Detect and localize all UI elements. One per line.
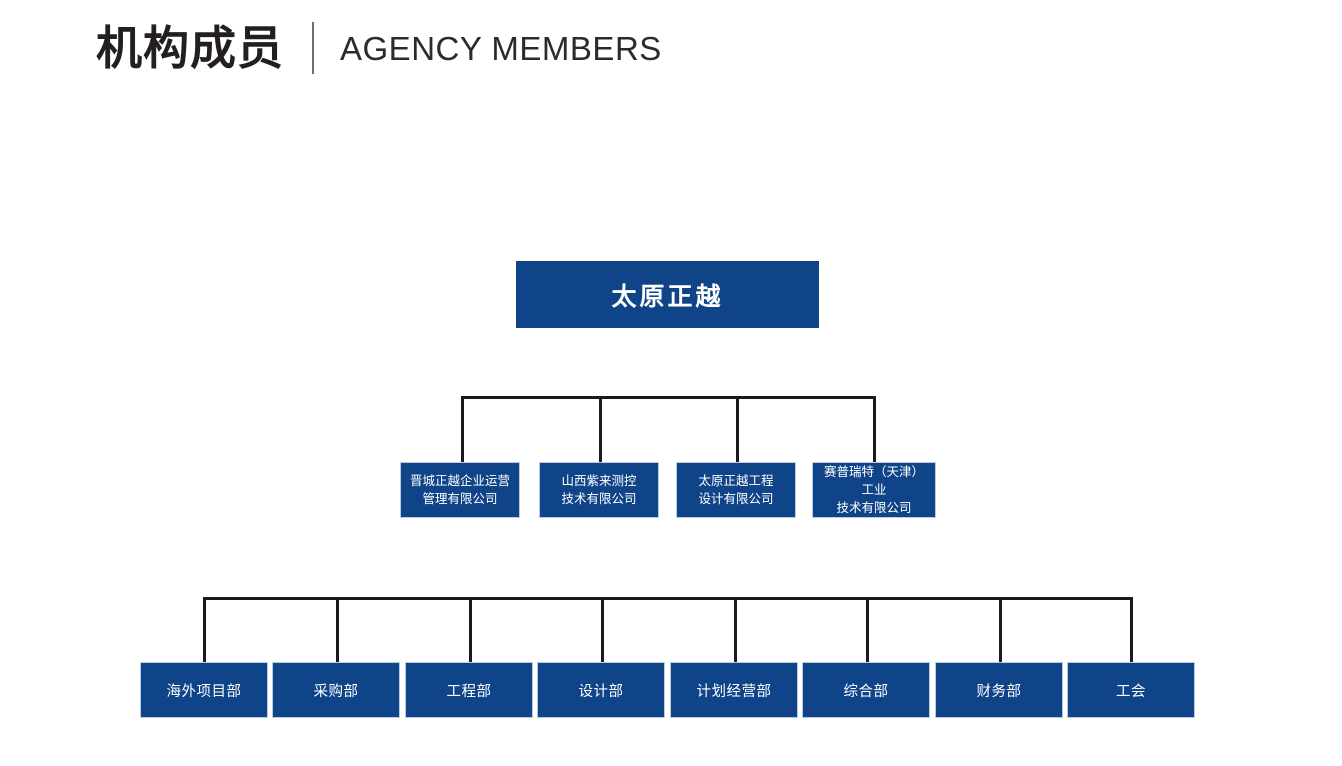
org-node-subsidiary-2-line2: 技术有限公司 bbox=[561, 492, 637, 506]
org-node-subsidiary-4-label: 赛普瑞特（天津）工业 技术有限公司 bbox=[818, 463, 930, 517]
connector-level3-drop-5 bbox=[734, 597, 737, 662]
connector-level3-bus bbox=[203, 597, 1133, 600]
connector-level2-bus bbox=[461, 396, 876, 399]
org-node-department-1[interactable]: 海外项目部 bbox=[140, 662, 268, 718]
org-node-department-5-label: 计划经营部 bbox=[696, 683, 772, 700]
org-node-department-3-label: 工程部 bbox=[446, 683, 492, 700]
connector-level2-drop-1 bbox=[461, 396, 464, 462]
org-node-subsidiary-4[interactable]: 赛普瑞特（天津）工业 技术有限公司 bbox=[812, 462, 936, 518]
org-node-department-4[interactable]: 设计部 bbox=[537, 662, 665, 718]
org-node-department-2-label: 采购部 bbox=[313, 683, 359, 700]
page-title-cn: 机构成员 bbox=[96, 22, 284, 74]
connector-level3-drop-7 bbox=[999, 597, 1002, 662]
header-divider bbox=[312, 22, 314, 74]
connector-level2-drop-3 bbox=[736, 396, 739, 462]
org-node-subsidiary-2[interactable]: 山西紫来测控 技术有限公司 bbox=[539, 462, 659, 518]
org-node-department-4-label: 设计部 bbox=[578, 683, 624, 700]
org-node-subsidiary-1-label: 晋城正越企业运营 管理有限公司 bbox=[410, 472, 510, 508]
page-title-en: AGENCY MEMBERS bbox=[340, 29, 662, 67]
org-node-subsidiary-1[interactable]: 晋城正越企业运营 管理有限公司 bbox=[400, 462, 520, 518]
connector-level3-drop-2 bbox=[336, 597, 339, 662]
org-node-root-label: 太原正越 bbox=[611, 282, 724, 311]
org-node-department-7-label: 财务部 bbox=[976, 683, 1022, 700]
org-node-subsidiary-1-line2: 管理有限公司 bbox=[422, 492, 498, 506]
org-node-department-1-label: 海外项目部 bbox=[166, 683, 242, 700]
org-node-subsidiary-3-line2: 设计有限公司 bbox=[698, 492, 774, 506]
org-node-department-8[interactable]: 工会 bbox=[1067, 662, 1195, 718]
org-node-department-6[interactable]: 综合部 bbox=[802, 662, 930, 718]
org-node-subsidiary-2-line1: 山西紫来测控 bbox=[561, 473, 637, 488]
org-node-department-2[interactable]: 采购部 bbox=[272, 662, 400, 718]
org-node-department-5[interactable]: 计划经营部 bbox=[670, 662, 798, 718]
org-node-department-6-label: 综合部 bbox=[843, 683, 889, 700]
org-node-subsidiary-3[interactable]: 太原正越工程 设计有限公司 bbox=[676, 462, 796, 518]
org-node-department-7[interactable]: 财务部 bbox=[935, 662, 1063, 718]
connector-level3-drop-1 bbox=[203, 597, 206, 662]
connector-level2-drop-4 bbox=[873, 396, 876, 462]
org-node-subsidiary-3-line1: 太原正越工程 bbox=[698, 473, 774, 488]
org-node-department-8-label: 工会 bbox=[1116, 683, 1146, 700]
page-header: 机构成员 AGENCY MEMBERS bbox=[96, 16, 662, 80]
org-node-root[interactable]: 太原正越 bbox=[516, 261, 819, 328]
org-node-subsidiary-3-label: 太原正越工程 设计有限公司 bbox=[698, 472, 773, 508]
connector-level3-drop-8 bbox=[1130, 597, 1133, 662]
org-node-department-3[interactable]: 工程部 bbox=[405, 662, 533, 718]
org-node-subsidiary-1-line1: 晋城正越企业运营 bbox=[409, 473, 510, 488]
connector-level3-drop-4 bbox=[601, 597, 604, 662]
connector-level2-drop-2 bbox=[599, 396, 602, 462]
connector-level3-drop-3 bbox=[469, 597, 472, 662]
org-node-subsidiary-4-line1: 赛普瑞特（天津）工业 bbox=[823, 464, 924, 497]
org-node-subsidiary-2-label: 山西紫来测控 技术有限公司 bbox=[561, 472, 636, 508]
connector-level3-drop-6 bbox=[866, 597, 869, 662]
org-node-subsidiary-4-line2: 技术有限公司 bbox=[836, 501, 912, 516]
